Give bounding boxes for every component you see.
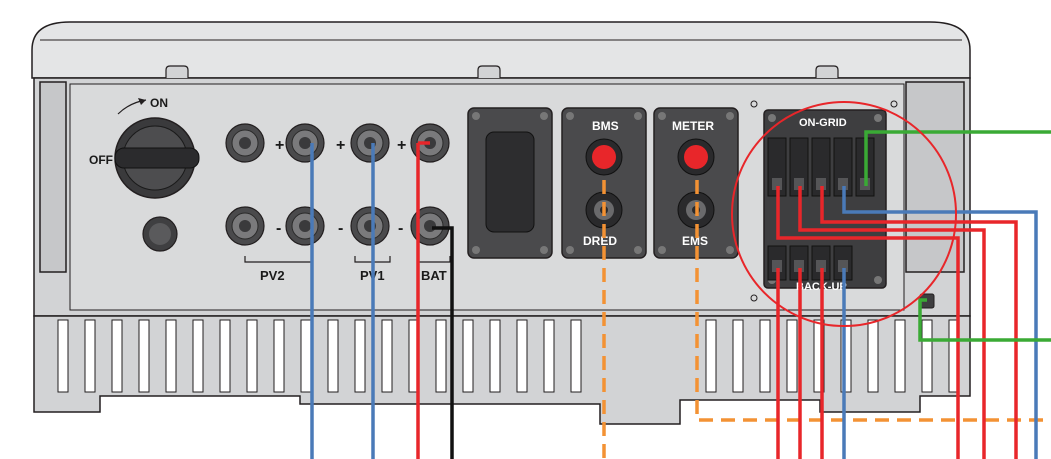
mounting-tabs — [165, 65, 839, 78]
pv2-minus-b-connector — [285, 206, 325, 246]
meter-cable — [695, 180, 1051, 422]
heatsink-fin — [489, 319, 501, 393]
heatsink-fin — [840, 319, 852, 393]
on-grid-l1-wire — [776, 186, 960, 459]
heatsink-fin — [165, 319, 177, 393]
heatsink-fin — [516, 319, 528, 393]
heatsink-fin — [813, 319, 825, 393]
bat-label: BAT — [421, 268, 447, 283]
bms-label: BMS — [592, 119, 619, 133]
on-grid-l2-wire — [798, 186, 986, 459]
pv1-minus-connector — [350, 206, 390, 246]
on-grid-terminal-screw — [772, 178, 782, 190]
meter-label: METER — [672, 119, 714, 133]
heatsink-fins — [57, 319, 960, 393]
heatsink-fin — [732, 319, 744, 393]
heatsink-fin — [462, 319, 474, 393]
ground-wire — [918, 298, 1051, 342]
heatsink-fin — [381, 319, 393, 393]
pv1-plus-sign: + — [336, 137, 345, 154]
dc-switch[interactable]: ON OFF — [89, 96, 200, 199]
pv2-plus-sign: + — [275, 137, 284, 154]
heatsink-fin — [57, 319, 69, 393]
on-grid-label: ON-GRID — [799, 117, 847, 129]
heatsink-fin — [570, 319, 582, 393]
wifi-module-port[interactable] — [467, 107, 553, 259]
heatsink-fin — [111, 319, 123, 393]
pv2-plus-b-connector — [285, 123, 325, 163]
heatsink-fin — [246, 319, 258, 393]
ac-terminal-highlight-circle — [731, 101, 957, 327]
terminal-slots — [767, 137, 875, 281]
heatsink-fin — [894, 319, 906, 393]
on-grid-terminal-screw — [838, 178, 848, 190]
bms-port-indicator — [592, 145, 616, 169]
heatsink-fin — [705, 319, 717, 393]
heatsink-fin — [435, 319, 447, 393]
bat-minus-wire — [432, 226, 454, 459]
bat-plus-sign: + — [397, 137, 406, 154]
pv1-minus-sign: - — [338, 220, 343, 237]
dred-label: DRED — [583, 234, 617, 248]
on-grid-terminal-screw — [794, 178, 804, 190]
heatsink-fin — [786, 319, 798, 393]
wiring — [310, 130, 1051, 459]
bat-minus-sign: - — [398, 220, 403, 237]
heatsink-fin — [192, 319, 204, 393]
ems-label: EMS — [682, 234, 708, 248]
switch-on-label: ON — [150, 96, 168, 110]
bat-minus-connector — [410, 206, 450, 246]
on-grid-pe-wire — [864, 130, 1051, 186]
pv1-plus-connector — [350, 123, 390, 163]
backup-terminal-screw — [794, 260, 804, 272]
backup-terminal-screw — [838, 260, 848, 272]
heatsink-fin — [273, 319, 285, 393]
heatsink-fin — [300, 319, 312, 393]
heatsink-fin — [354, 319, 366, 393]
backup-terminal-screw — [816, 260, 826, 272]
bat-plus-wire — [416, 141, 430, 459]
meter-port-indicator — [684, 145, 708, 169]
cable-gland — [142, 216, 178, 252]
heatsink-fin — [867, 319, 879, 393]
pv2-plus-connector — [225, 123, 265, 163]
backup-terminal-screw — [772, 260, 782, 272]
heatsink-fin — [327, 319, 339, 393]
heatsink-fin — [219, 319, 231, 393]
switch-off-label: OFF — [89, 153, 113, 167]
heatsink-fin — [759, 319, 771, 393]
pv2-minus-sign: - — [276, 220, 281, 237]
on-grid-n-wire — [842, 186, 1038, 459]
heatsink-fin — [138, 319, 150, 393]
heatsink-fin — [921, 319, 933, 393]
pv2-minus-connector — [225, 206, 265, 246]
heatsink-fin — [543, 319, 555, 393]
port-signs: + + + - - - — [275, 137, 406, 237]
pv2-label: PV2 — [260, 268, 285, 283]
on-grid-terminal-screw — [816, 178, 826, 190]
heatsink-fin — [84, 319, 96, 393]
